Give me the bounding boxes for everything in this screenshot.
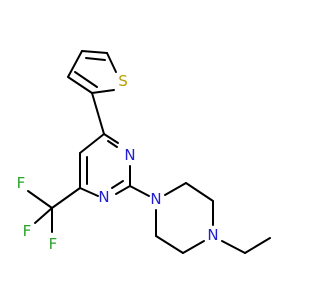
bond-piperazine-n1-c2: [164, 182, 187, 196]
atom-f3: F: [49, 235, 58, 253]
bond-pyrimidine-c4-n3-double: [107, 140, 118, 148]
atom-f1: F: [17, 174, 26, 192]
bond-pyrimidine-c5-c4: [79, 133, 105, 154]
bond-cf3-f2: [34, 207, 53, 224]
bond-pyrimidine-piperazine: [129, 185, 150, 197]
bond-thiophene-c5-s: [106, 52, 117, 73]
atom-label-group: S N N N N F F F: [17, 72, 219, 253]
atom-n3: N: [124, 146, 135, 164]
bond-pyrimidine-n1-c6: [79, 187, 99, 197]
bond-ethyl-ch2-ch3: [244, 237, 271, 254]
bond-n4-ethyl-ch2: [221, 240, 246, 254]
bond-thiophene-c4-c5: [81, 50, 108, 54]
bond-pyrimidine-c2-n1: [115, 185, 131, 195]
bond-thiophene-c2-c3-double: [74, 71, 98, 88]
atom-piperazine-n1: N: [150, 190, 161, 208]
bond-piperazine-c5-c6: [155, 235, 184, 254]
bond-thiophene-s-c2: [91, 89, 115, 94]
bond-piperazine-n4-c5: [182, 240, 205, 254]
bond-pyrimidine-c4-n3: [103, 133, 119, 144]
bond-thiophene-c2-c3: [67, 76, 93, 94]
molecule-structure: S N N N N F F F: [17, 50, 271, 254]
bond-group: [27, 50, 271, 254]
molecule-canvas: S N N N N F F F: [16, 50, 271, 254]
atom-n1: N: [98, 188, 109, 206]
bond-cf3-f1: [27, 190, 53, 209]
bond-piperazine-c2-c3: [185, 182, 214, 202]
bond-pyrimidine-c2-n1-double: [111, 180, 124, 189]
bond-thiophene-c3-c4: [67, 50, 83, 78]
bond-thiophene-pyrimidine: [91, 92, 105, 135]
atom-s: S: [118, 72, 128, 90]
atom-piperazine-n4: N: [207, 226, 218, 244]
atom-f2: F: [23, 222, 32, 240]
bond-c6-cf3: [51, 187, 81, 209]
bond-thiophene-c4-c5-double: [85, 57, 106, 61]
